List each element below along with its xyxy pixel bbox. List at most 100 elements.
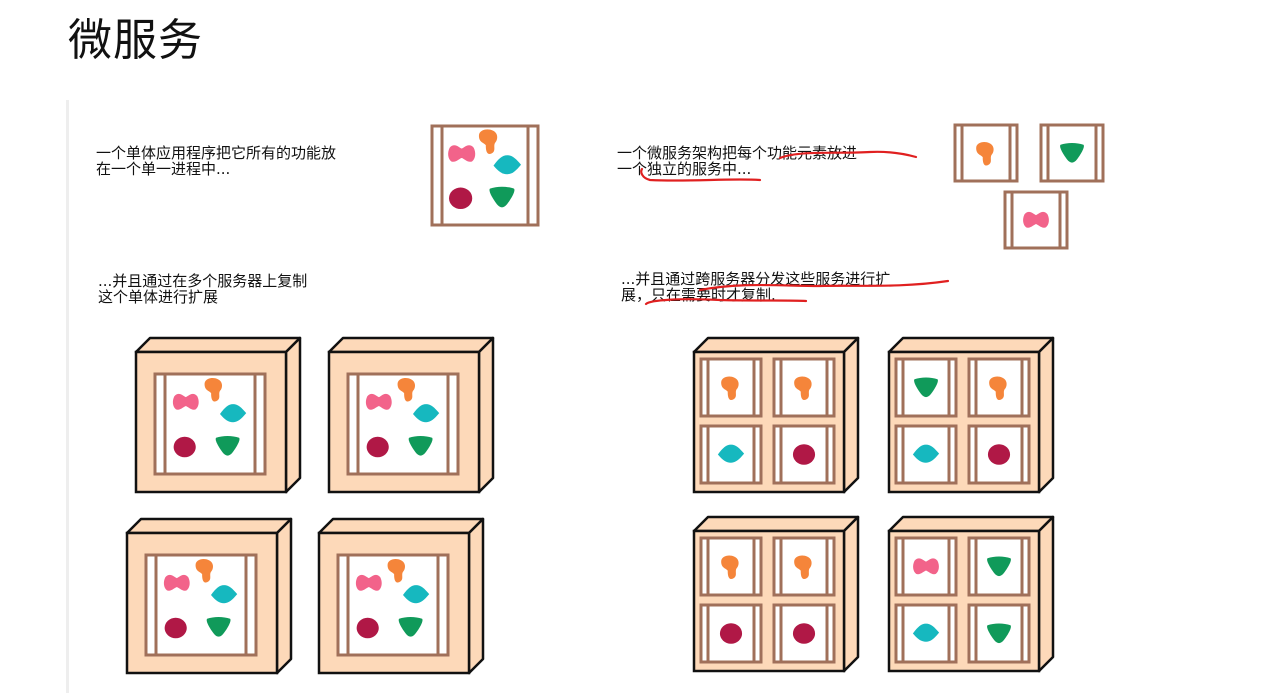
crimson-circle-icon xyxy=(719,623,743,644)
teal-diamond-icon xyxy=(912,623,940,642)
service-instance xyxy=(967,536,1031,597)
crimson-circle-icon xyxy=(449,187,473,210)
server-top-face xyxy=(692,515,860,533)
orange-blob-icon xyxy=(976,142,994,166)
service-instance xyxy=(699,424,763,485)
underline-mark xyxy=(644,298,808,306)
green-triangle-icon xyxy=(408,435,433,456)
service-instance xyxy=(894,603,958,664)
server-side-face xyxy=(275,517,293,675)
caption-line: 在一个单一进程中... xyxy=(96,160,231,178)
teal-diamond-icon xyxy=(210,585,238,604)
green-triangle-icon xyxy=(914,377,938,398)
highlight-annotations xyxy=(640,150,950,306)
crimson-circle-icon xyxy=(173,436,196,458)
monolith-app xyxy=(430,124,540,227)
caption-monolith-single: 一个单体应用程序把它所有的功能放 在一个单一进程中... xyxy=(96,145,336,177)
green-triangle-icon xyxy=(398,616,423,637)
page-title: 微服务 xyxy=(68,15,203,66)
service-instance xyxy=(953,123,1019,183)
pink-bowtie-icon xyxy=(448,145,476,162)
crimson-circle-icon xyxy=(792,444,816,465)
service-frame xyxy=(144,553,258,657)
server-monolith xyxy=(125,517,293,675)
orange-blob-icon xyxy=(397,378,416,402)
server-microservices xyxy=(887,515,1055,673)
service-instance xyxy=(967,603,1031,664)
server-side-face xyxy=(842,515,860,673)
caption-line: 一个微服务架构把每个功能元素放进 xyxy=(617,144,858,162)
orange-blob-icon xyxy=(989,376,1007,401)
orange-blob-icon xyxy=(195,559,214,583)
orange-blob-icon xyxy=(721,555,739,580)
caption-micro-scale: ...并且通过跨服务器分发这些服务进行扩 展，只在需要时才复制. xyxy=(621,271,890,303)
orange-blob-icon xyxy=(204,378,223,402)
teal-diamond-icon xyxy=(912,444,940,463)
service-instance xyxy=(772,357,836,418)
crimson-circle-icon xyxy=(987,444,1011,465)
service-instance xyxy=(894,424,958,485)
service-instance xyxy=(699,357,763,418)
server-side-face xyxy=(842,336,860,494)
service-frame xyxy=(967,603,1031,664)
server-top-face xyxy=(887,515,1055,533)
service-frame xyxy=(699,603,763,664)
teal-diamond-icon xyxy=(493,155,522,175)
orange-blob-icon xyxy=(387,559,406,583)
teal-diamond-icon xyxy=(402,585,430,604)
server-top-face xyxy=(125,517,293,535)
underline-mark xyxy=(778,150,918,160)
orange-blob-icon xyxy=(478,129,498,154)
green-triangle-icon xyxy=(987,556,1011,577)
service-instance xyxy=(967,424,1031,485)
caption-micro-single: 一个微服务架构把每个功能元素放进 一个独立的服务中... xyxy=(617,145,857,177)
crimson-circle-icon xyxy=(792,623,816,644)
pink-bowtie-icon xyxy=(163,574,190,591)
server-side-face xyxy=(284,336,302,494)
service-instance xyxy=(894,357,958,418)
teal-diamond-icon xyxy=(412,404,440,423)
server-top-face xyxy=(134,336,302,354)
service-frame xyxy=(772,536,836,597)
caption-line: ...并且通过跨服务器分发这些服务进行扩 xyxy=(621,270,891,288)
server-top-face xyxy=(692,336,860,354)
service-instance xyxy=(772,536,836,597)
server-monolith xyxy=(317,517,485,675)
caption-monolith-scale: ...并且通过在多个服务器上复制 这个单体进行扩展 xyxy=(98,273,307,305)
server-top-face xyxy=(327,336,495,354)
caption-line: 这个单体进行扩展 xyxy=(98,288,219,306)
caption-line: ...并且通过在多个服务器上复制 xyxy=(98,272,308,290)
server-side-face xyxy=(467,517,485,675)
crimson-circle-icon xyxy=(356,617,379,639)
service-instance xyxy=(967,357,1031,418)
server-microservices xyxy=(887,336,1055,494)
underline-mark xyxy=(640,167,762,182)
caption-line: 展，只在需要时才复制. xyxy=(621,286,776,304)
crimson-circle-icon xyxy=(164,617,187,639)
pink-bowtie-icon xyxy=(365,393,392,410)
left-divider xyxy=(66,100,69,693)
pink-bowtie-icon xyxy=(355,574,382,591)
server-top-face xyxy=(317,517,485,535)
pink-bowtie-icon xyxy=(913,558,939,575)
service-frame xyxy=(1039,123,1105,183)
orange-blob-icon xyxy=(794,376,812,401)
service-instance xyxy=(699,603,763,664)
service-instance xyxy=(699,536,763,597)
caption-line: 一个单体应用程序把它所有的功能放 xyxy=(96,144,337,162)
service-instance xyxy=(1039,123,1105,183)
caption-line: 一个独立的服务中... xyxy=(617,160,752,178)
pink-bowtie-icon xyxy=(172,393,199,410)
green-triangle-icon xyxy=(987,623,1011,644)
server-monolith xyxy=(327,336,495,494)
service-instance xyxy=(772,424,836,485)
orange-blob-icon xyxy=(794,555,812,580)
crimson-circle-icon xyxy=(366,436,389,458)
server-side-face xyxy=(1037,336,1055,494)
green-triangle-icon xyxy=(215,435,240,456)
underline-mark xyxy=(698,279,950,292)
service-frame xyxy=(772,424,836,485)
green-triangle-icon xyxy=(1060,142,1084,163)
server-microservices xyxy=(692,515,860,673)
